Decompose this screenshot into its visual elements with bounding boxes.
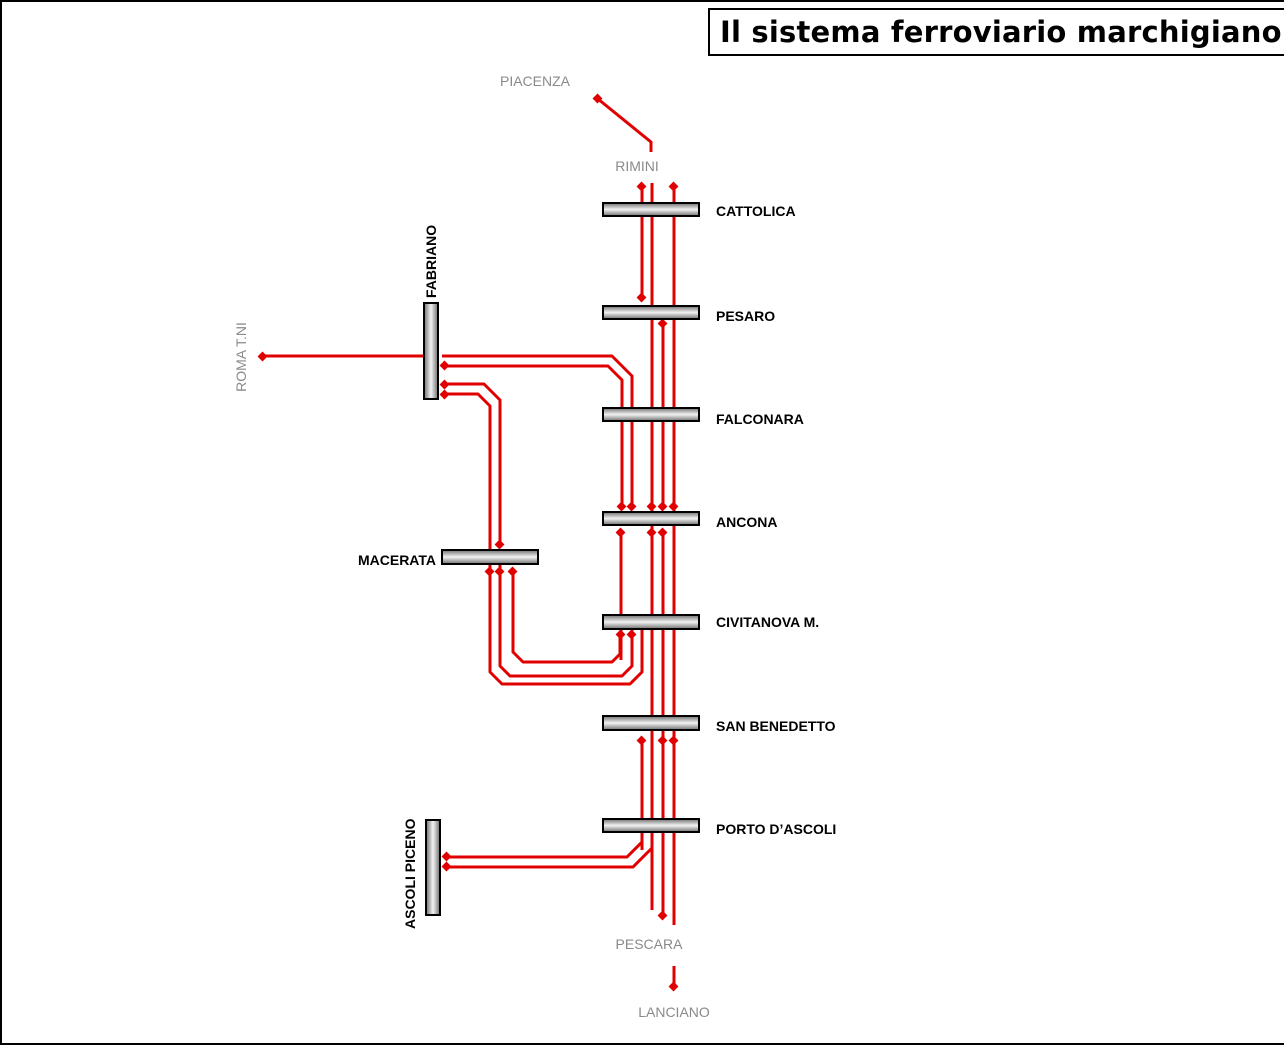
endpoint (494, 566, 505, 577)
station-label-fabriano: FABRIANO (423, 225, 439, 298)
endpoint (668, 181, 679, 192)
track-endpoints (257, 93, 679, 992)
endpoint (657, 735, 668, 746)
endpoint (615, 629, 626, 640)
station-label-ancona: ANCONA (716, 514, 777, 530)
endpoint (657, 527, 668, 538)
endpoint (646, 527, 657, 538)
track-macerata-civitanova-2 (498, 565, 634, 678)
track-piacenza (597, 97, 653, 152)
station-bar-fabriano (423, 302, 439, 400)
external-label-piacenza: PIACENZA (500, 73, 571, 89)
station-label-civitanova: CIVITANOVA M. (716, 614, 819, 630)
station-label-pesaro: PESARO (716, 308, 775, 324)
external-labels: PIACENZA RIMINI ROMA T.NI PESCARA LANCIA… (233, 73, 710, 1020)
station-label-ascoli-piceno: ASCOLI PICENO (402, 818, 418, 929)
station-bar-cattolica (602, 202, 700, 217)
endpoint (636, 181, 647, 192)
track-fabriano-macerata-1 (442, 382, 502, 545)
station-label-falconara: FALCONARA (716, 411, 804, 427)
endpoint (439, 379, 450, 390)
station-bar-pesaro (602, 305, 700, 320)
station-labels: CATTOLICA PESARO FALCONARA ANCONA CIVITA… (358, 203, 836, 929)
track-macerata-civitanova-1 (488, 565, 644, 686)
endpoint (441, 861, 452, 872)
endpoint (668, 981, 679, 992)
title-box: Il sistema ferroviario marchigiano (708, 8, 1284, 56)
track-fabriano-ancona-1 (442, 354, 634, 507)
endpoint (636, 292, 647, 303)
station-label-cattolica: CATTOLICA (716, 203, 796, 219)
external-label-pescara: PESCARA (616, 936, 684, 952)
endpoint (507, 566, 518, 577)
endpoint (668, 735, 679, 746)
endpoint (657, 318, 668, 329)
station-bar-macerata (441, 549, 539, 565)
endpoint (494, 539, 505, 550)
endpoint (646, 501, 657, 512)
station-bar-civitanova (602, 614, 700, 630)
track-ascoli-2 (447, 846, 654, 869)
endpoint (657, 910, 668, 921)
railway-tracks (263, 97, 676, 988)
track-fabriano-macerata-2 (442, 392, 492, 560)
station-label-porto-ascoli: PORTO D’ASCOLI (716, 821, 836, 837)
station-label-macerata: MACERATA (358, 552, 436, 568)
endpoint (626, 629, 637, 640)
endpoint (484, 566, 495, 577)
endpoint (626, 501, 637, 512)
station-bar-falconara (602, 407, 700, 422)
endpoint (636, 735, 647, 746)
endpoint (657, 501, 668, 512)
track-fabriano-ancona-2 (442, 364, 624, 507)
endpoint (615, 527, 626, 538)
external-label-rimini: RIMINI (615, 158, 659, 174)
endpoint (441, 851, 452, 862)
endpoint (592, 93, 603, 104)
station-bar-porto-ascoli (602, 818, 700, 833)
endpoint (668, 501, 679, 512)
page-title: Il sistema ferroviario marchigiano (720, 15, 1282, 49)
endpoint (439, 360, 450, 371)
station-label-san-benedetto: SAN BENEDETTO (716, 718, 836, 734)
track-macerata-civitanova-3 (511, 572, 622, 664)
endpoint (439, 389, 450, 400)
endpoint (616, 501, 627, 512)
station-bar-san-benedetto (602, 715, 700, 731)
track-ascoli-1 (447, 840, 644, 859)
external-label-roma: ROMA T.NI (233, 322, 249, 392)
endpoint (257, 351, 268, 362)
station-bar-ascoli-piceno (425, 819, 441, 916)
station-bars (423, 202, 700, 916)
station-bar-ancona (602, 511, 700, 526)
external-label-lanciano: LANCIANO (638, 1004, 710, 1020)
